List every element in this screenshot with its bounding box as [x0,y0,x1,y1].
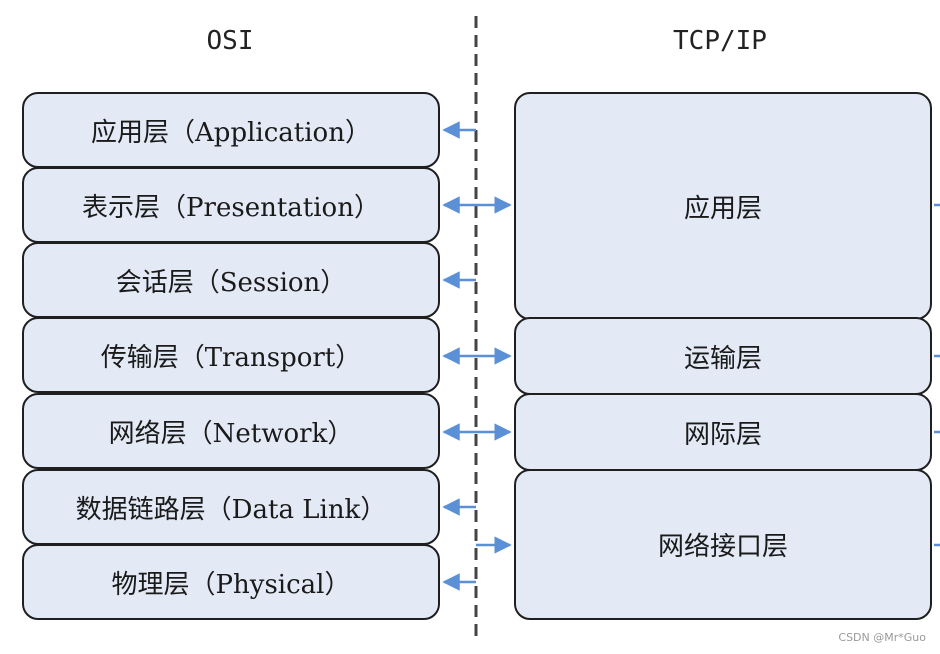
osi-heading: OSI [206,26,254,56]
tcpip-heading: TCP/IP [673,26,767,56]
tcpip-layer-transport: 运输层 [514,317,932,395]
tcpip-layer-application: 应用层 [514,92,932,320]
tcpip-layer-network-interface: 网络接口层 [514,469,932,620]
osi-layer-physical: 物理层（Physical） [22,544,440,620]
osi-layer-data-link: 数据链路层（Data Link） [22,469,440,545]
osi-layer-transport: 传输层（Transport） [22,317,440,393]
tcpip-layer-internet: 网际层 [514,393,932,471]
watermark: CSDN @Mr*Guo [838,631,926,644]
osi-layer-network: 网络层（Network） [22,393,440,469]
osi-layer-presentation: 表示层（Presentation） [22,167,440,243]
